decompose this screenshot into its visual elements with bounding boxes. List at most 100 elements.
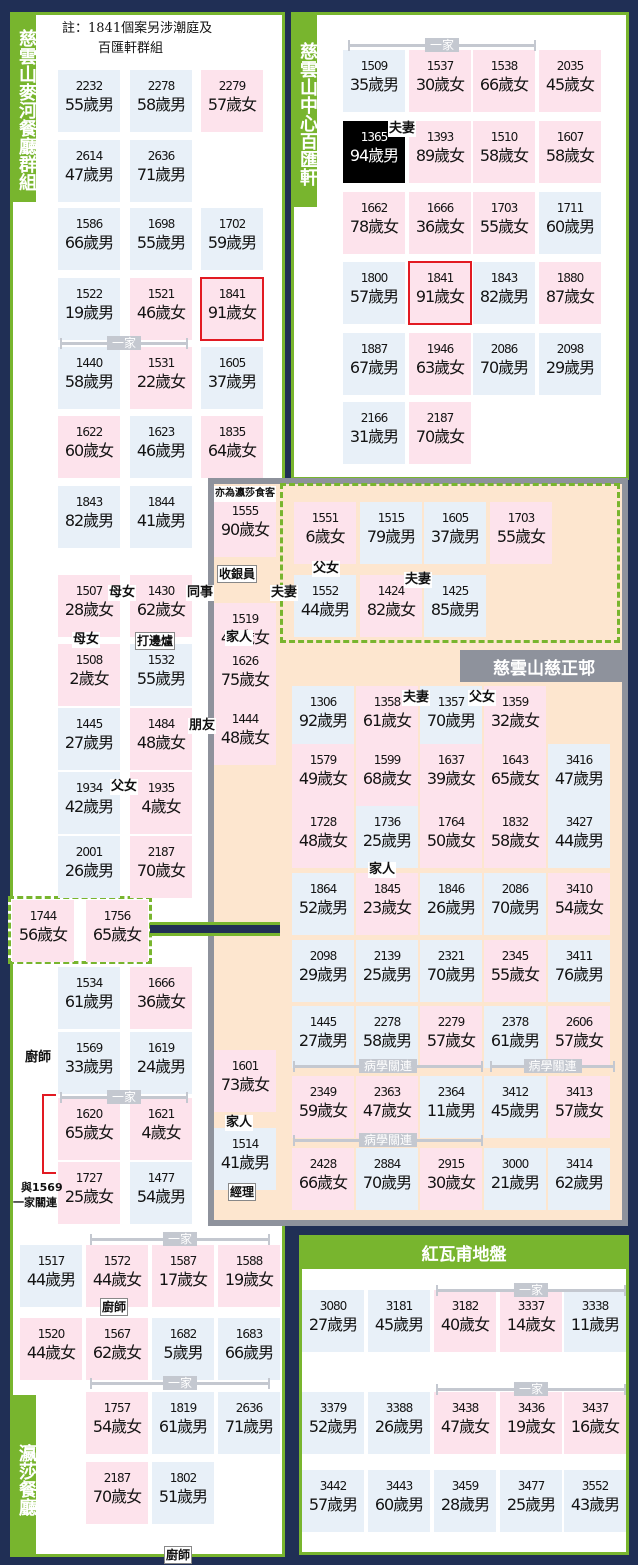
case-age-sex: 46歲男 [136,441,186,460]
label-manager: 經理 [228,1183,257,1201]
case-number: 1832 [501,815,530,829]
case-number: 1728 [309,815,338,829]
case-age-sex: 78歲女 [349,217,399,236]
case-number: 1864 [309,882,338,896]
case-age-sex: 66歲男 [224,1343,274,1362]
case-age-sex: 22歲女 [136,372,186,391]
case-number: 1835 [218,425,247,439]
case-number: 1846 [437,882,466,896]
case-age-sex: 55歲女 [479,217,529,236]
case-age-sex: 58歲男 [64,372,114,391]
case-number: 1727 [75,1171,104,1185]
case-2363: 2363 47歲女 [356,1076,418,1138]
case-number: 3182 [451,1299,480,1313]
case-number: 3416 [565,753,594,767]
case-age-sex: 58歲男 [362,1031,412,1050]
case-number: 2915 [437,1157,466,1171]
case-number: 1445 [309,1015,338,1029]
case-age-sex: 65歲女 [64,1123,114,1142]
case-age-sex: 25歲男 [362,965,412,984]
case-age-sex: 87歲女 [545,287,595,306]
case-age-sex: 25歲男 [362,831,412,850]
case-age-sex: 30歲女 [426,1173,476,1192]
case-age-sex: 19歲女 [506,1417,556,1436]
case-number: 2035 [556,59,585,73]
case-age-sex: 19歲女 [224,1270,274,1289]
case-number: 1484 [147,717,176,731]
case-number: 1844 [147,495,176,509]
case-age-sex: 55歲男 [136,233,186,252]
case-number: 1365 [360,130,389,144]
label-father-daughter-1934: 父女 [110,779,139,795]
case-number: 1637 [437,753,466,767]
case-number: 2086 [490,342,519,356]
case-number: 3388 [385,1401,414,1415]
case-number: 1514 [231,1137,260,1151]
case-number: 3411 [565,949,594,963]
case-number: 1934 [75,781,104,795]
case-age-sex: 47歲女 [362,1101,412,1120]
case-age-sex: 24歲男 [136,1057,186,1076]
case-number: 1619 [147,1041,176,1055]
case-age-sex: 61歲男 [158,1417,208,1436]
case-age-sex: 46歲女 [136,303,186,322]
case-age-sex: 55歲男 [64,95,114,114]
case-number: 1626 [231,654,260,668]
case-number: 3477 [517,1479,546,1493]
case-number: 1621 [147,1107,176,1121]
case-number: 1445 [75,717,104,731]
case-number: 1306 [309,695,338,709]
case-age-sex: 70歲男 [426,711,476,730]
case-age-sex: 14歲女 [506,1315,556,1334]
case-1619: 1619 24歲男 [130,1032,192,1094]
bottom-right-title: 紅瓦甫地盤 [299,1235,629,1269]
case-number: 1358 [373,695,402,709]
case-age-sex: 21歲男 [490,1173,540,1192]
family-marker-right-1: 一家 [348,38,536,52]
case-age-sex: 71歲男 [224,1417,274,1436]
case-number: 2614 [75,149,104,163]
link-line-1569 [42,1094,56,1174]
case-age-sex: 41歲男 [136,511,186,530]
case-age-sex: 45歲女 [545,75,595,94]
case-number: 3437 [581,1401,610,1415]
case-number: 2363 [373,1085,402,1099]
case-number: 2232 [75,79,104,93]
case-age-sex: 57歲男 [349,287,399,306]
case-age-sex: 90歲女 [220,520,270,539]
case-number: 2279 [437,1015,466,1029]
label-father-daughter-1551: 父女 [312,561,341,577]
label-mother-daughter-1508: 母女 [72,632,101,648]
